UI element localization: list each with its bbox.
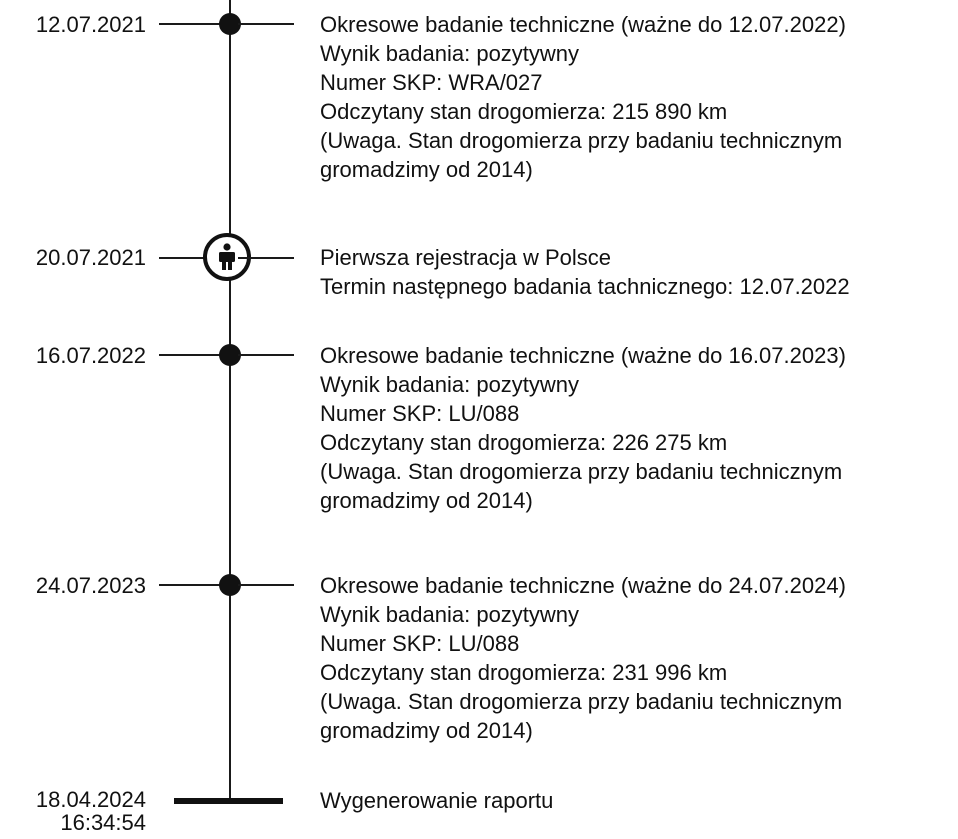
connector-right	[238, 257, 294, 259]
event-detail: Numer SKP: WRA/027	[320, 70, 543, 95]
connector-right	[238, 23, 294, 25]
report-date: 18.04.2024	[35, 787, 146, 812]
event-dot-icon	[219, 344, 241, 366]
event-detail: gromadzimy od 2014)	[320, 157, 533, 182]
event-dot-icon	[219, 13, 241, 35]
event-detail: gromadzimy od 2014)	[320, 488, 533, 513]
event-detail: (Uwaga. Stan drogomierza przy badaniu te…	[320, 689, 843, 714]
event-title: Pierwsza rejestracja w Polsce	[320, 245, 611, 270]
event-description: Okresowe badanie techniczne (ważne do 12…	[320, 10, 846, 184]
event-detail: Odczytany stan drogomierza: 226 275 km	[320, 430, 728, 455]
connector-right	[238, 354, 294, 356]
event-detail: (Uwaga. Stan drogomierza przy badaniu te…	[320, 459, 843, 484]
timeline-end-bar	[174, 798, 283, 804]
event-title: Okresowe badanie techniczne (ważne do 12…	[320, 12, 846, 37]
event-date: 20.07.2021	[35, 245, 146, 270]
event-description: Okresowe badanie techniczne (ważne do 16…	[320, 341, 846, 515]
connector-left	[159, 257, 221, 259]
report-time: 16:34:54	[60, 810, 146, 835]
event-title: Okresowe badanie techniczne (ważne do 24…	[320, 573, 846, 598]
event-date: 16.07.2022	[35, 343, 146, 368]
event-detail: Numer SKP: LU/088	[320, 631, 520, 656]
connector-left	[159, 584, 221, 586]
connector-left	[159, 354, 221, 356]
report-label: Wygenerowanie raportu	[320, 788, 554, 813]
event-detail: Odczytany stan drogomierza: 231 996 km	[320, 660, 728, 685]
event-date: 12.07.2021	[35, 12, 146, 37]
event-dot-icon	[219, 574, 241, 596]
event-detail: gromadzimy od 2014)	[320, 718, 533, 743]
event-description: Pierwsza rejestracja w Polsce Termin nas…	[320, 243, 850, 301]
event-detail: Numer SKP: LU/088	[320, 401, 520, 426]
event-title: Okresowe badanie techniczne (ważne do 16…	[320, 343, 846, 368]
timeline-axis	[229, 0, 231, 801]
event-detail: Odczytany stan drogomierza: 215 890 km	[320, 99, 728, 124]
event-date: 24.07.2023	[35, 573, 146, 598]
person-glyph-icon	[219, 243, 235, 270]
event-detail: Wynik badania: pozytywny	[320, 41, 580, 66]
event-detail: (Uwaga. Stan drogomierza przy badaniu te…	[320, 128, 843, 153]
event-detail: Wynik badania: pozytywny	[320, 372, 580, 397]
connector-right	[238, 584, 294, 586]
event-detail: Termin następnego badania tachnicznego: …	[320, 274, 850, 299]
connector-left	[159, 23, 221, 25]
event-description: Okresowe badanie techniczne (ważne do 24…	[320, 571, 846, 745]
event-detail: Wynik badania: pozytywny	[320, 602, 580, 627]
